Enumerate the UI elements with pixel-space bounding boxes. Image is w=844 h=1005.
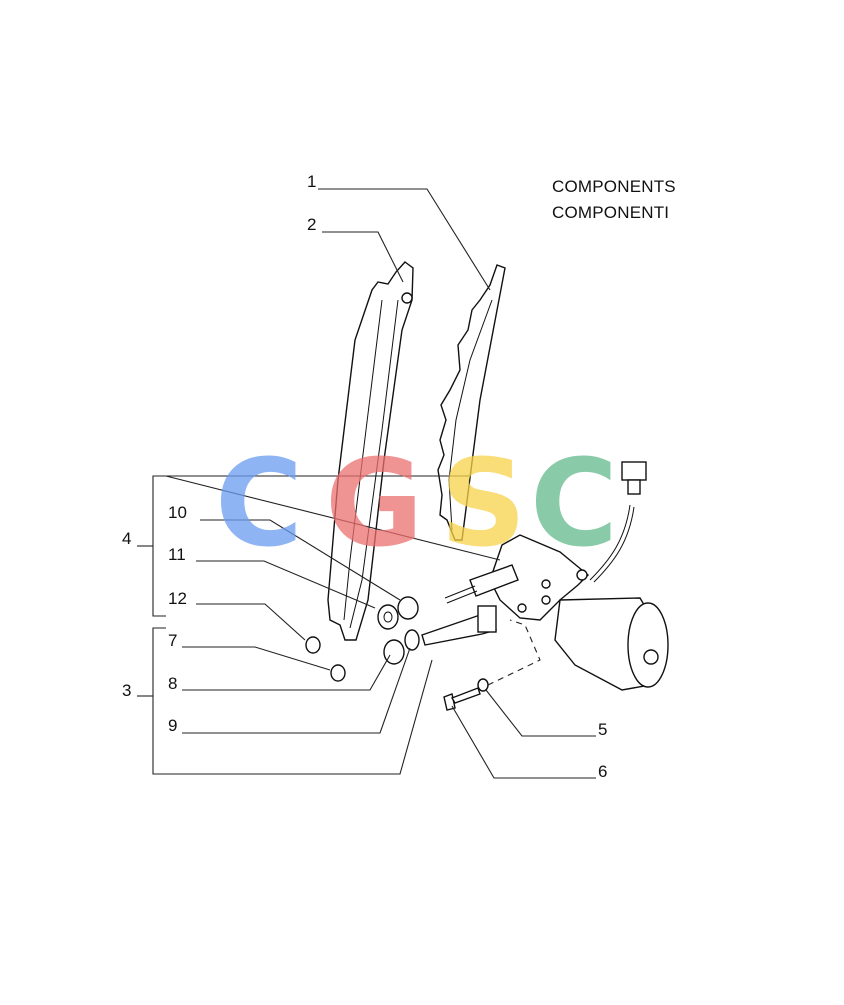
wiper-arm: [327, 261, 414, 641]
leader-lines: [137, 188, 596, 779]
callout-4: 4: [122, 529, 132, 548]
callout-12: 12: [168, 589, 187, 608]
bolt: [443, 687, 481, 711]
callout-9: 9: [168, 716, 178, 735]
motor-cable: [589, 461, 647, 583]
wiper-blade: [437, 264, 506, 541]
watermark-letter-s: S: [440, 435, 527, 574]
hardware: [305, 596, 489, 692]
callout-7: 7: [168, 631, 178, 650]
motor-shafts: [421, 564, 519, 646]
wiper-motor: [489, 534, 669, 691]
callout-3: 3: [122, 681, 132, 700]
title-english: COMPONENTS: [552, 177, 676, 196]
callout-8: 8: [168, 674, 178, 693]
callout-1: 1: [307, 172, 317, 191]
callout-10: 10: [168, 503, 187, 522]
callout-2: 2: [307, 215, 317, 234]
watermark-letter-c2: C: [530, 435, 619, 574]
callout-5: 5: [598, 720, 608, 739]
title-italian: COMPONENTI: [552, 203, 670, 222]
callout-6: 6: [598, 762, 608, 781]
watermark-letter-g: G: [325, 435, 424, 574]
callout-11: 11: [168, 545, 186, 564]
watermark-letter-c1: C: [215, 435, 304, 574]
